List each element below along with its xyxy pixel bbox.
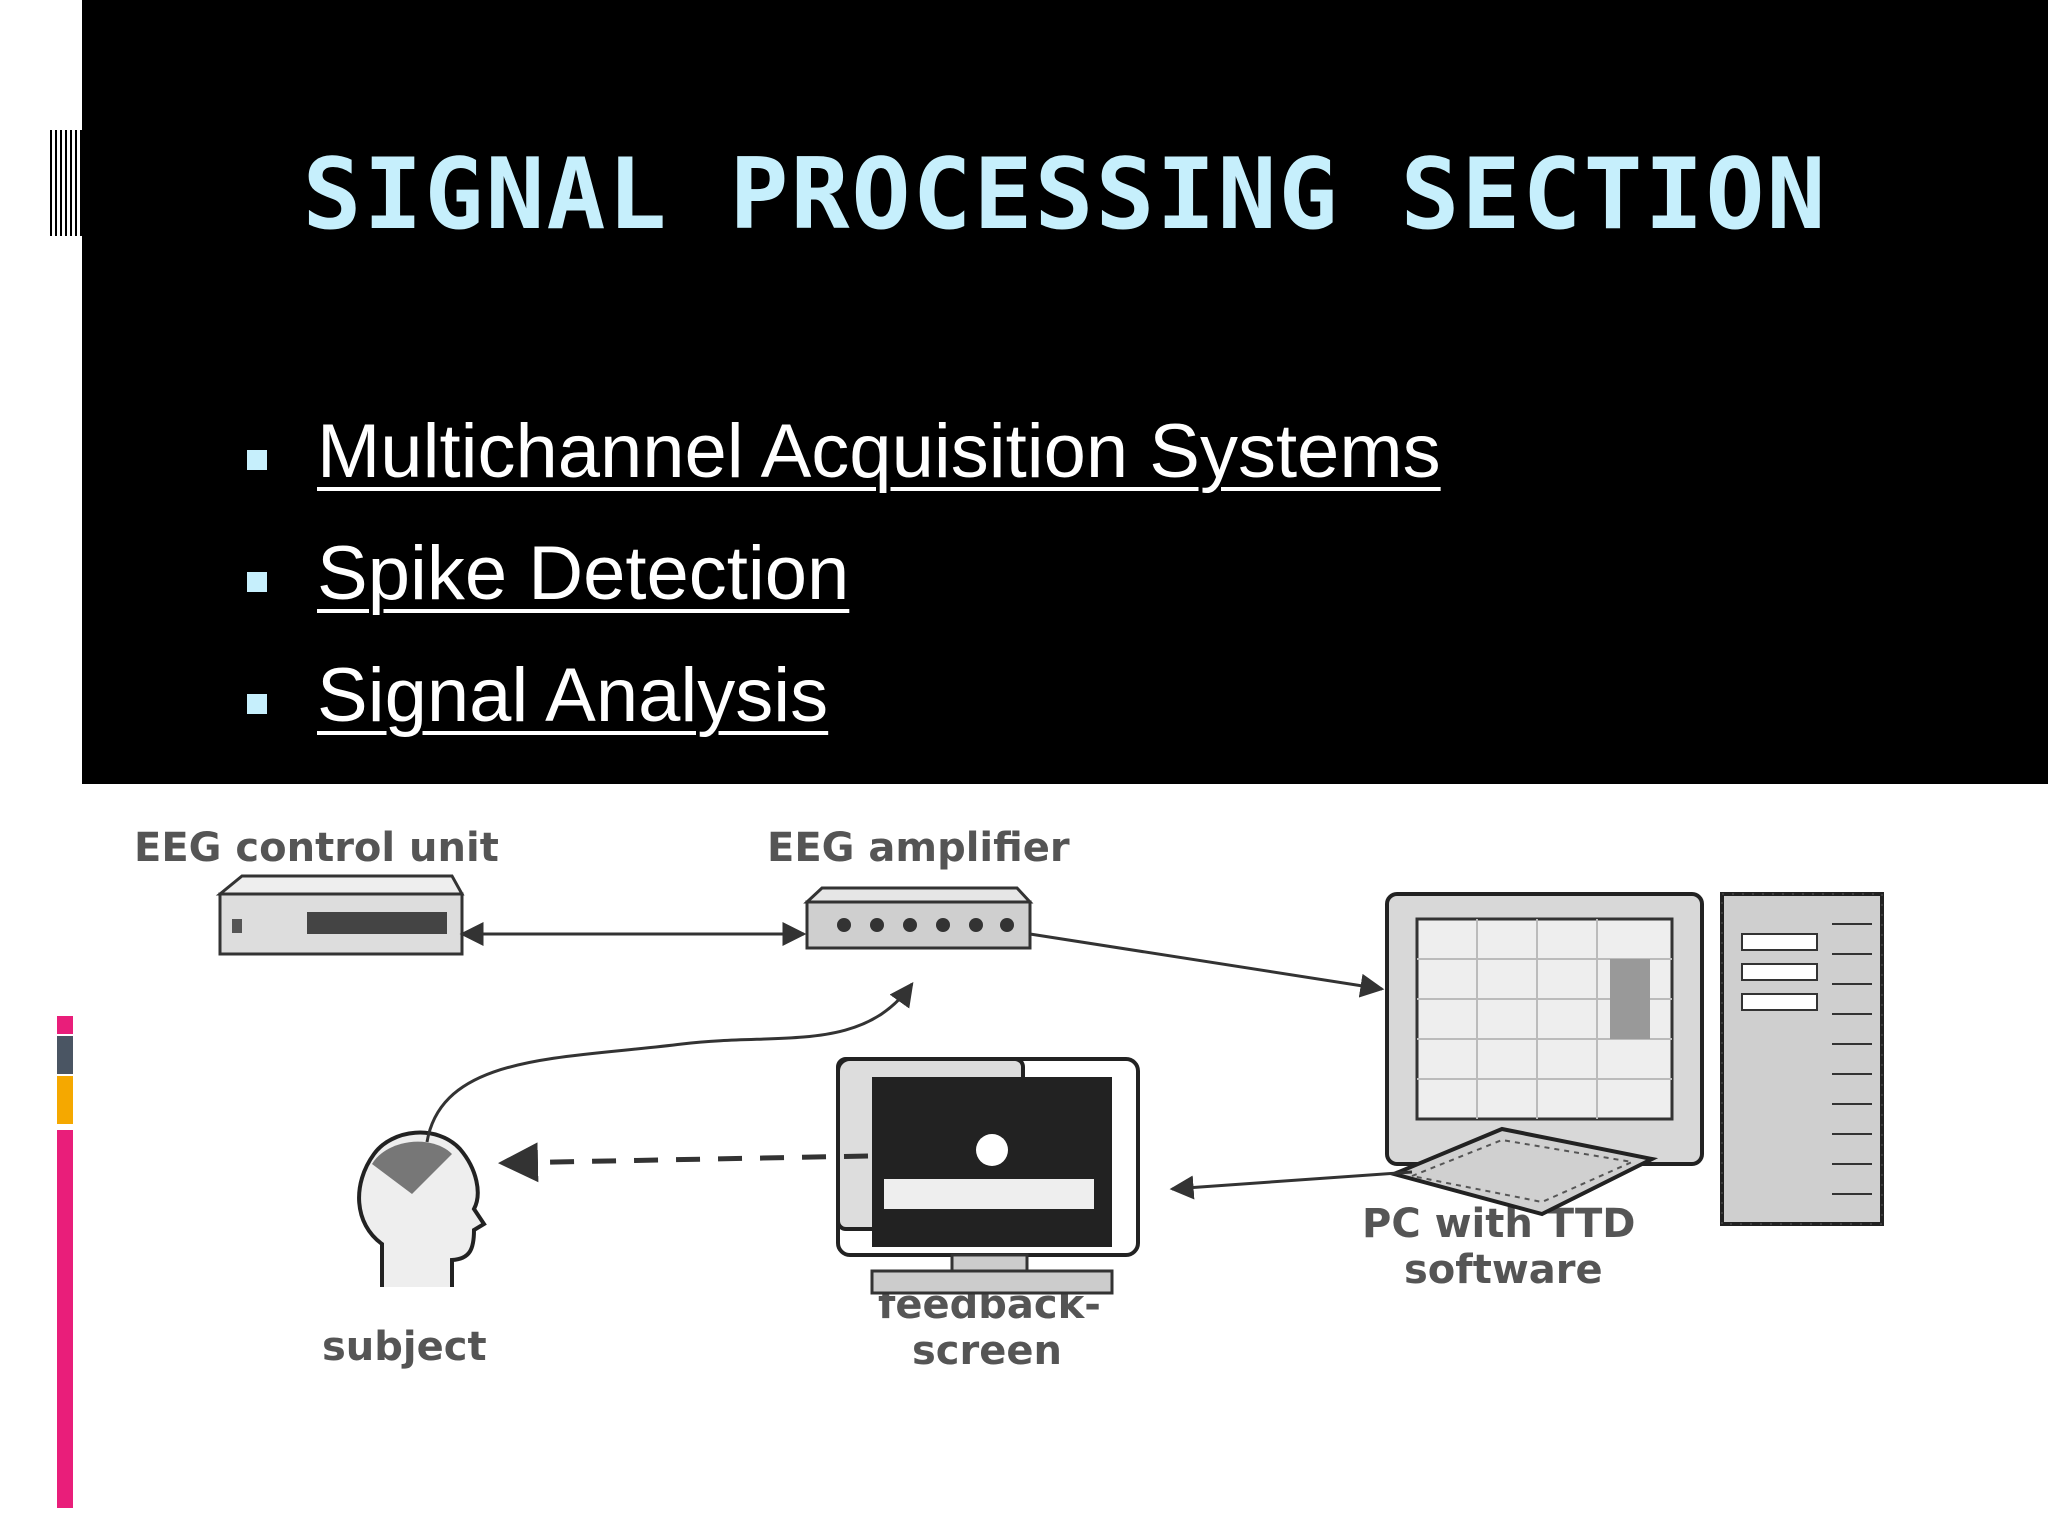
slide-header: SIGNAL PROCESSING SECTION Multichannel A…	[82, 0, 2048, 784]
eeg-system-diagram: EEG control unit EEG amplifier PC with T…	[134, 825, 1884, 1374]
eeg-control-unit-label: EEG control unit	[134, 825, 499, 871]
feedback-screen-icon	[836, 1057, 1140, 1295]
accent-bar-pink	[57, 1130, 73, 1508]
subject-head-icon	[357, 1130, 487, 1287]
connector-amplifier-pc	[1029, 932, 1385, 998]
pc-icon	[1385, 892, 1884, 1226]
left-margin	[0, 0, 82, 1536]
eeg-amplifier-icon	[803, 886, 1034, 950]
feedback-label-line2: screen	[912, 1328, 1062, 1374]
connector-subject-amplifier	[425, 982, 914, 1143]
subject-label: subject	[322, 1324, 487, 1370]
accent-bar-gray	[57, 1036, 73, 1074]
slide-title: SIGNAL PROCESSING SECTION	[302, 138, 1828, 252]
eeg-amplifier-label: EEG amplifier	[767, 825, 1070, 871]
square-bullet-icon	[247, 450, 267, 470]
pc-label-line1: PC with TTD	[1362, 1201, 1635, 1247]
connector-feedback-subject	[498, 1142, 869, 1183]
link-multichannel-acquisition[interactable]: Multichannel Acquisition Systems	[317, 409, 1441, 494]
eeg-control-unit-icon	[215, 874, 465, 956]
pc-label-line2: software	[1404, 1247, 1603, 1293]
accent-bar-orange	[57, 1076, 73, 1124]
square-bullet-icon	[247, 572, 267, 592]
connector-pc-feedback	[1169, 1170, 1413, 1200]
square-bullet-icon	[247, 694, 267, 714]
link-signal-analysis[interactable]: Signal Analysis	[317, 653, 829, 738]
accent-bar-pink-top	[57, 1016, 73, 1034]
link-spike-detection[interactable]: Spike Detection	[317, 531, 850, 616]
barcode-decoration	[50, 130, 82, 236]
